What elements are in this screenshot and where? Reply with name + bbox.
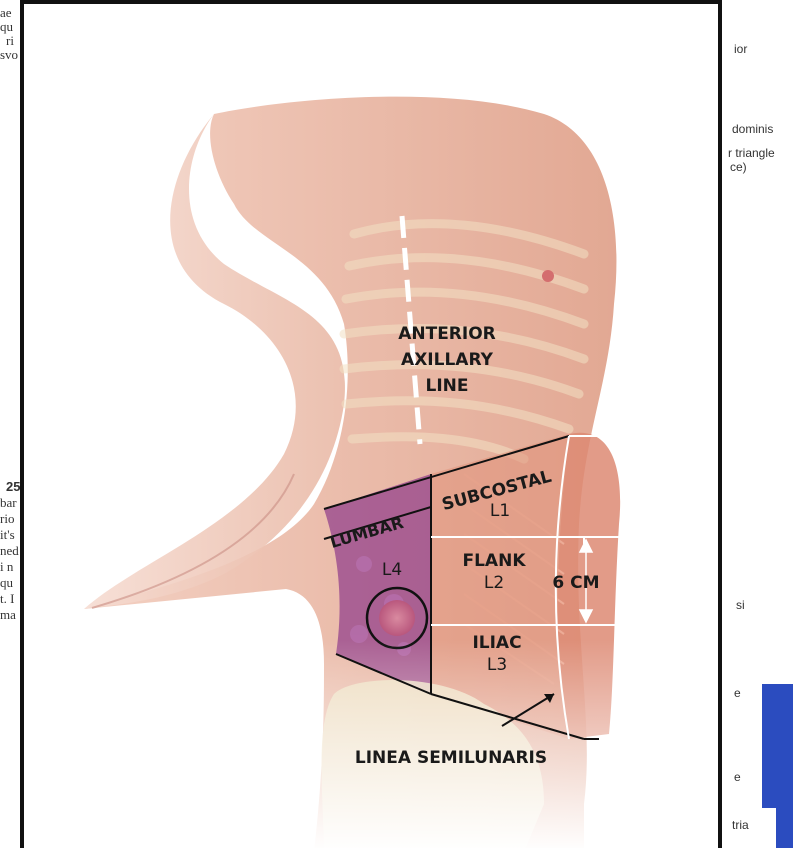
background-text-fragment: e bbox=[734, 686, 741, 700]
background-text-fragment: ri bbox=[6, 34, 14, 48]
background-text-fragment: i n bbox=[0, 560, 13, 574]
background-text-fragment: ma bbox=[0, 608, 16, 622]
background-text-fragment: 25 bbox=[6, 480, 20, 494]
label-flank: FLANK bbox=[462, 551, 526, 571]
label-axillary: AXILLARY bbox=[401, 350, 494, 370]
figure-frame: ANTERIOR AXILLARY LINE SUBCOSTAL L1 LUMB… bbox=[20, 0, 722, 848]
background-text-fragment: qu bbox=[0, 576, 13, 590]
background-text-fragment: e bbox=[734, 770, 741, 784]
accent-block bbox=[776, 808, 793, 848]
background-text-fragment: rio bbox=[0, 512, 14, 526]
background-text-fragment: ned bbox=[0, 544, 19, 558]
label-l3: L3 bbox=[487, 655, 507, 675]
label-l4: L4 bbox=[382, 560, 402, 580]
label-6cm: 6 CM bbox=[552, 573, 599, 593]
background-text-fragment: bar bbox=[0, 496, 17, 510]
background-text-fragment: ior bbox=[734, 42, 747, 56]
accent-block bbox=[762, 684, 793, 808]
background-text-fragment: ce) bbox=[730, 160, 747, 174]
background-text-fragment: ae bbox=[0, 6, 12, 20]
background-text-fragment: tria bbox=[732, 818, 749, 832]
label-linea-semilunaris: LINEA SEMILUNARIS bbox=[355, 748, 547, 768]
label-line: LINE bbox=[426, 376, 469, 396]
background-text-fragment: qu bbox=[0, 20, 13, 34]
label-l1: L1 bbox=[490, 501, 510, 521]
background-text-fragment: svo bbox=[0, 48, 18, 62]
background-text-fragment: r triangle bbox=[728, 146, 775, 160]
label-l2: L2 bbox=[484, 573, 504, 593]
background-text-fragment: dominis bbox=[732, 122, 773, 136]
background-text-fragment: t. I bbox=[0, 592, 14, 606]
background-text-fragment: si bbox=[736, 598, 745, 612]
background-text-fragment: it's bbox=[0, 528, 15, 542]
label-iliac: ILIAC bbox=[472, 633, 521, 653]
anatomy-illustration: ANTERIOR AXILLARY LINE SUBCOSTAL L1 LUMB… bbox=[24, 4, 722, 848]
label-anterior: ANTERIOR bbox=[398, 324, 496, 344]
